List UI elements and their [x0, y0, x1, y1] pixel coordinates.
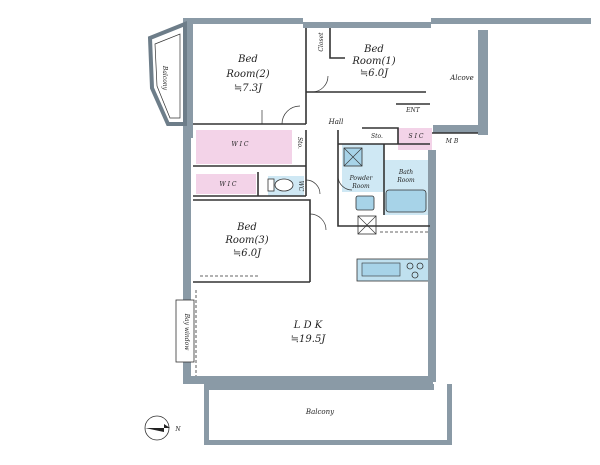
- balcony-left-outline: [147, 21, 187, 126]
- bed3-size: ≒6.0J: [233, 248, 262, 259]
- balcony-left-inner: [154, 33, 181, 119]
- wall-left-middle: [183, 130, 191, 295]
- door-bed2: [281, 105, 301, 125]
- wc-label: WC: [297, 181, 304, 192]
- wall-alcove-bottom: [433, 125, 488, 133]
- stove-burner-1: [406, 262, 414, 270]
- compass: N: [144, 415, 181, 441]
- ent-label: ENT: [405, 107, 421, 114]
- bath-room-line1: Bath: [398, 169, 413, 176]
- powder-room-line2: Room: [351, 183, 370, 190]
- wall-left-upper: [183, 18, 193, 138]
- wall-top-alcove: [431, 18, 591, 24]
- ldk-size: ≒19.5J: [291, 334, 327, 345]
- bed1-name: Bed: [363, 44, 384, 55]
- closet-label: Closet: [318, 32, 325, 52]
- door-wc: [305, 179, 321, 195]
- bed1-line2: Room(1): [351, 56, 395, 67]
- sto-hall-label: Sto.: [296, 137, 303, 149]
- stove-burner-2: [416, 262, 424, 270]
- compass-north-label: N: [174, 426, 181, 433]
- wall-bed3-top-right: [193, 199, 311, 282]
- interior-walls: [193, 28, 478, 283]
- mb-label: M B: [445, 138, 459, 145]
- wall-top-right: [303, 22, 431, 28]
- toilet: [274, 178, 294, 192]
- washbasin: [355, 195, 375, 211]
- wall-alcove-right: [478, 30, 488, 135]
- ldk-name: L D K: [293, 320, 323, 331]
- balcony-bottom-rail-top: [208, 384, 434, 390]
- wall-top-left: [183, 18, 303, 24]
- door-swings: [261, 75, 353, 231]
- toilet-tank: [267, 178, 275, 192]
- dashed-lines: [195, 231, 428, 376]
- door-powder: [337, 175, 353, 191]
- door-bed3: [309, 213, 327, 231]
- bed3-line2: Room(3): [224, 235, 268, 246]
- bed2-name: Bed: [237, 54, 258, 65]
- bed3-name: Bed: [236, 222, 257, 233]
- wall-bottom: [183, 376, 433, 384]
- washing-machine-cross: [343, 147, 363, 167]
- kitchen-sink: [361, 262, 401, 277]
- exterior-walls: [183, 18, 591, 384]
- wic-upper-label: W I C: [232, 141, 249, 148]
- balcony-bottom-rail-right: [447, 384, 452, 445]
- balcony-bottom-label: Balcony: [305, 408, 335, 416]
- wall-wet-area-left: [337, 130, 430, 227]
- walk-in-closet-upper-fill: [196, 130, 292, 164]
- walk-in-closet-lower-fill: [196, 174, 256, 194]
- bath-room-line2: Room: [396, 177, 415, 184]
- sic-label: S I C: [409, 133, 424, 140]
- compass-arrow-icon: [145, 424, 170, 432]
- balcony-bottom-rail-outer: [204, 440, 452, 445]
- wall-right: [428, 150, 436, 382]
- bed2-line2: Room(2): [225, 69, 269, 80]
- alcove-label: Alcove: [449, 74, 474, 82]
- balcony-left-label: Balcony: [161, 65, 168, 91]
- bay-window-label: Bay window: [183, 313, 190, 352]
- balcony-bottom-rail-left: [204, 384, 209, 445]
- refrigerator-space: [357, 215, 377, 235]
- wall-storage: [362, 127, 399, 144]
- bathtub: [385, 189, 427, 213]
- powder-room-line1: Powder: [349, 175, 374, 182]
- bay-window-frame: [175, 299, 195, 363]
- hall-label: Hall: [328, 118, 344, 126]
- stove-burner-3: [411, 271, 419, 279]
- bed2-size: ≒7.3J: [234, 83, 263, 94]
- refrigerator-cross: [357, 215, 377, 235]
- wall-closet: [329, 28, 345, 59]
- wic-lower-label: W I C: [220, 181, 237, 188]
- door-bed1: [311, 75, 329, 93]
- sto-label: Sto.: [371, 133, 383, 140]
- bed1-size: ≒6.0J: [360, 68, 389, 79]
